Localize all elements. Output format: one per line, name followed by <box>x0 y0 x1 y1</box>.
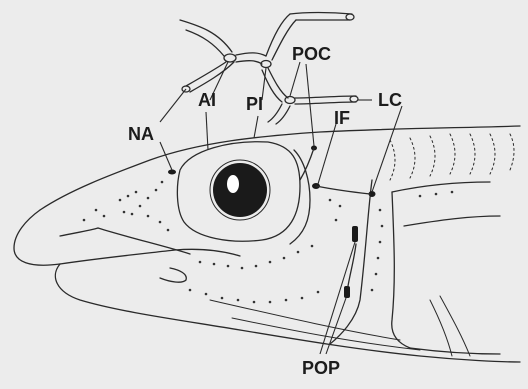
fish-head-outline <box>14 126 520 362</box>
eye-pupil <box>213 163 267 217</box>
leader-poc-inset <box>290 62 300 96</box>
preopercle-margin <box>330 180 372 344</box>
scale-pattern <box>390 134 514 180</box>
dorsal-profile <box>40 126 520 210</box>
scale-row-2 <box>410 138 415 178</box>
maxilla-line-anterior <box>60 228 98 236</box>
scale-row-7 <box>510 134 514 170</box>
label-ai: AI <box>198 90 216 110</box>
label-poc: POC <box>292 44 331 64</box>
branchiostegal-line-1 <box>210 300 400 340</box>
inset-pore-dorsal-end <box>346 14 354 20</box>
scale-row-6 <box>490 134 495 174</box>
pore-pop-upper <box>352 226 358 242</box>
inset-canal-lower-branch-inner <box>276 106 290 124</box>
ventral-profile <box>240 330 520 362</box>
inset-canal-lower-branch <box>268 104 282 122</box>
orbit <box>177 142 310 244</box>
leader-poc-head <box>306 64 314 146</box>
scale-row-5 <box>470 134 475 174</box>
leader-if <box>318 124 336 184</box>
inset-canal-branch-upper-left-inner <box>186 30 224 56</box>
lower-jaw <box>55 264 240 330</box>
eye-highlight <box>227 175 239 193</box>
leader-pi-head <box>254 116 258 138</box>
gill-cover-line <box>404 216 500 226</box>
inset-canal-branch-upper-left <box>180 20 232 52</box>
label-pop: POP <box>302 358 340 378</box>
mouth-cleft <box>60 249 240 264</box>
inset-pore-ai <box>224 54 236 62</box>
snout-tip <box>14 210 60 265</box>
label-pi: PI <box>246 94 263 114</box>
inset-canal-branch-lower-left-inner <box>190 62 234 92</box>
inset-canal-lateral-inner <box>295 102 356 104</box>
inset-canal-commissure-inner <box>236 61 262 64</box>
label-lc: LC <box>378 90 402 110</box>
jaw-curl <box>160 268 186 282</box>
pore-pop-lower <box>344 286 350 298</box>
label-if: IF <box>334 108 350 128</box>
scale-row-3 <box>430 136 435 176</box>
inset-pore-lateral-end <box>350 96 358 102</box>
pectoral-fin-edge <box>430 300 452 356</box>
inset-pore-poc <box>285 97 295 104</box>
inset-canal-commissure <box>236 53 266 56</box>
pectoral-fin-edge-2 <box>440 296 470 356</box>
infraorbital-canal-link <box>316 186 370 194</box>
scale-row-1 <box>390 140 395 180</box>
label-na: NA <box>128 124 154 144</box>
inset-canal-dorsal-top <box>290 13 352 15</box>
opercle-lower-edge <box>410 348 500 354</box>
inset-canal-lateral <box>295 96 356 98</box>
maxilla-line <box>98 228 190 254</box>
scale-row-4 <box>450 134 455 174</box>
inset-canal-postorbital <box>268 68 288 98</box>
opercle-margin <box>392 192 410 348</box>
leader-na-inset <box>160 89 186 122</box>
leader-lc-head <box>372 106 402 192</box>
opercle-upper-edge <box>392 182 490 192</box>
pore-na <box>168 170 176 175</box>
surface-dots <box>83 181 454 304</box>
